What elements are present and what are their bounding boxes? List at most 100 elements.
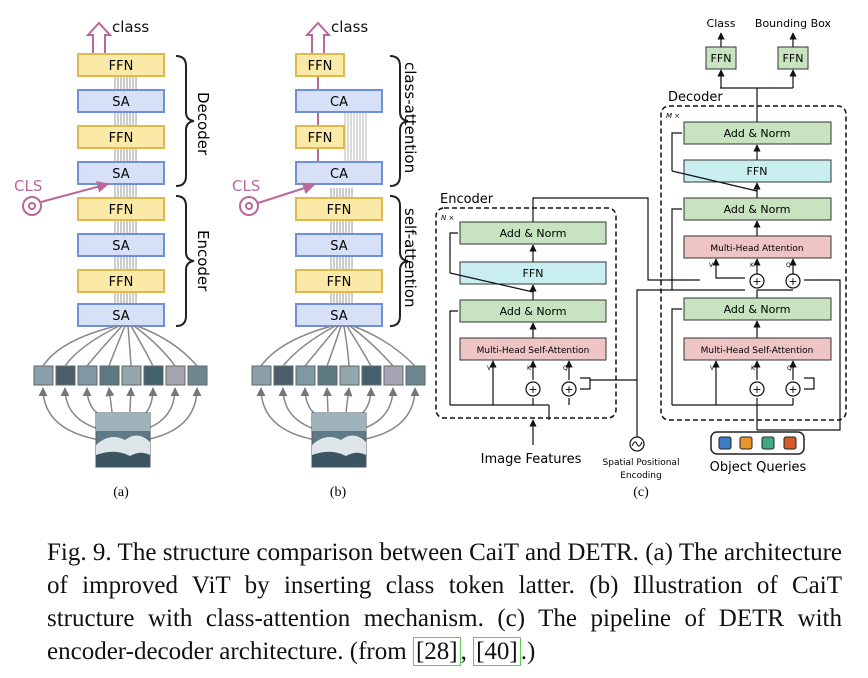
block-label: FFN bbox=[109, 275, 134, 290]
add-norm-label: Add & Norm bbox=[500, 305, 567, 318]
k-label: K bbox=[527, 365, 532, 372]
encoder-label: Encoder bbox=[194, 230, 212, 292]
plus-label: + bbox=[752, 383, 761, 396]
block-ffn bbox=[77, 125, 165, 149]
class-output-label: Class bbox=[707, 17, 736, 30]
block-label: FFN bbox=[109, 203, 134, 218]
block-sa bbox=[295, 303, 383, 327]
block-ca bbox=[295, 161, 383, 185]
block-ffn bbox=[77, 269, 165, 293]
spatial-encoding-label: Spatial Positional bbox=[603, 458, 680, 468]
object-queries-label: Object Queries bbox=[710, 460, 807, 475]
input-image bbox=[95, 412, 151, 468]
block-ffn bbox=[295, 125, 345, 149]
self-attention-label: self-attention bbox=[401, 208, 419, 308]
object-queries-box bbox=[710, 431, 805, 455]
ffn-label: FFN bbox=[523, 267, 544, 280]
k-label: K bbox=[750, 262, 755, 269]
class-label: class bbox=[331, 18, 368, 36]
encoder-frame bbox=[435, 207, 617, 419]
caption-end: .) bbox=[520, 638, 536, 665]
query-token bbox=[761, 436, 775, 450]
block-label: FFN bbox=[109, 131, 134, 146]
block-label: CA bbox=[330, 167, 348, 182]
q-label: Q bbox=[563, 365, 568, 372]
add-norm-label: Add & Norm bbox=[500, 227, 567, 240]
encoder-repeat: N × bbox=[441, 214, 454, 222]
cls-label: CLS bbox=[14, 177, 42, 195]
caption-text: Fig. 9. The structure comparison between… bbox=[47, 539, 842, 665]
decoder-title: Decoder bbox=[668, 90, 723, 105]
encoder-title: Encoder bbox=[440, 192, 494, 207]
image-features-label: Image Features bbox=[481, 452, 582, 467]
cls-token-icon bbox=[22, 196, 42, 216]
block-ca bbox=[295, 89, 383, 113]
panel-b: class FFN CA FFN CA FFN SA FFN SA class-… bbox=[232, 18, 426, 500]
block-label: SA bbox=[112, 239, 129, 254]
self-attention-brace bbox=[389, 195, 409, 327]
plus-node bbox=[525, 381, 541, 397]
citation-link[interactable]: [40] bbox=[473, 637, 521, 666]
panel-a-sublabel: (a) bbox=[113, 485, 129, 500]
k-label: K bbox=[751, 365, 756, 372]
block-ffn bbox=[77, 53, 165, 77]
plus-node bbox=[749, 273, 765, 289]
plus-node bbox=[749, 381, 765, 397]
block-label: SA bbox=[112, 95, 129, 110]
v-label: V bbox=[710, 365, 715, 372]
block-label: FFN bbox=[308, 131, 333, 146]
figure-diagrams: class FFN SA FFN SA FFN SA FFN SA Decode… bbox=[14, 17, 847, 500]
decoder-brace bbox=[175, 55, 195, 187]
class-output-arrow bbox=[85, 21, 113, 53]
v-label: V bbox=[709, 262, 714, 269]
q-label: Q bbox=[786, 262, 791, 269]
add-norm-label: Add & Norm bbox=[724, 127, 791, 140]
panel-b-sublabel: (b) bbox=[330, 485, 347, 500]
plus-label: + bbox=[788, 383, 797, 396]
encoder-brace bbox=[175, 195, 195, 327]
add-norm-label: Add & Norm bbox=[724, 203, 791, 216]
q-label: Q bbox=[787, 365, 792, 372]
token-lines-class bbox=[344, 112, 367, 162]
image-tokens bbox=[33, 365, 208, 386]
cls-token-icon bbox=[239, 196, 259, 216]
block-sa bbox=[77, 161, 165, 185]
query-token bbox=[739, 436, 753, 450]
spatial-encoding-label2: Encoding bbox=[620, 471, 661, 481]
plus-label: + bbox=[788, 275, 797, 288]
block-sa bbox=[295, 233, 383, 257]
block-label: SA bbox=[112, 167, 129, 182]
cls-arrow bbox=[257, 182, 316, 204]
ffn-label: FFN bbox=[783, 52, 804, 65]
figure-caption: Fig. 9. The structure comparison between… bbox=[47, 536, 842, 668]
decoder-label: Decoder bbox=[194, 92, 212, 156]
block-label: SA bbox=[330, 239, 347, 254]
block-label: FFN bbox=[109, 59, 134, 74]
mhsa-label: Multi-Head Self-Attention bbox=[701, 346, 814, 356]
add-norm-label: Add & Norm bbox=[724, 303, 791, 316]
block-label: FFN bbox=[308, 59, 333, 74]
panel-c-sublabel: (c) bbox=[633, 485, 649, 500]
block-ffn bbox=[295, 53, 345, 77]
caption-separator: , bbox=[460, 638, 474, 665]
block-ffn bbox=[295, 269, 383, 293]
query-token bbox=[783, 436, 797, 450]
cls-arrow bbox=[40, 181, 110, 203]
v-label: V bbox=[487, 365, 492, 372]
plus-label: + bbox=[528, 383, 537, 396]
block-ffn bbox=[77, 197, 165, 221]
plus-node bbox=[785, 273, 801, 289]
block-label: CA bbox=[330, 95, 348, 110]
decoder-repeat: M × bbox=[666, 112, 680, 120]
class-attention-label: class-attention bbox=[401, 62, 419, 173]
block-sa bbox=[77, 233, 165, 257]
panel-c: Encoder N × Add & Norm FFN Add & Norm Mu… bbox=[435, 17, 847, 500]
plus-node bbox=[785, 381, 801, 397]
class-label: class bbox=[112, 18, 149, 36]
ffn-label: FFN bbox=[711, 52, 732, 65]
block-label: FFN bbox=[327, 203, 352, 218]
plus-node bbox=[561, 381, 577, 397]
citation-link[interactable]: [28] bbox=[412, 637, 461, 666]
bbox-output-label: Bounding Box bbox=[755, 17, 832, 30]
block-sa bbox=[77, 89, 165, 113]
